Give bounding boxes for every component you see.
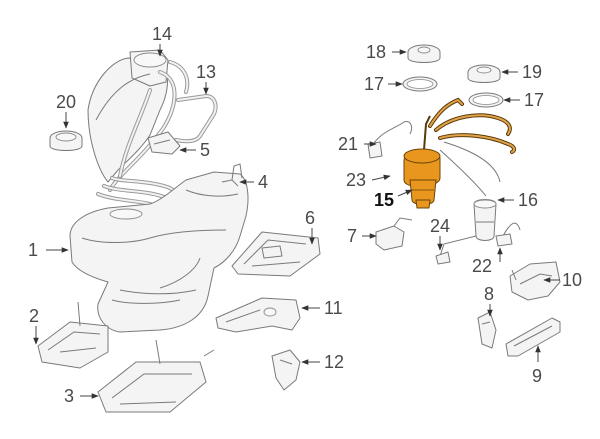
- callout-18: 18: [366, 42, 407, 62]
- callout-label: 12: [324, 352, 344, 372]
- part-17-seal-upper: [402, 76, 438, 92]
- callout-6: 6: [305, 208, 315, 245]
- part-5-pad: [147, 131, 181, 155]
- part-8-bracket: [477, 311, 497, 349]
- callout-17-upper: 17: [364, 74, 403, 94]
- fuel-lines: [96, 176, 222, 232]
- callout-label: 22: [472, 256, 492, 276]
- callout-7: 7: [347, 226, 377, 246]
- callout-17-lower: 17: [503, 90, 544, 110]
- callout-2: 2: [29, 306, 39, 345]
- part-14-filler-neck: [87, 49, 190, 192]
- part-20-ring: [49, 130, 83, 151]
- part-10-shield: [509, 261, 561, 301]
- callout-21: 21: [338, 134, 377, 154]
- callout-label: 24: [430, 216, 450, 236]
- part-7-connector: [375, 217, 413, 251]
- callout-22: 22: [472, 247, 503, 276]
- callout-label: 5: [200, 140, 210, 160]
- part-22-clip: [495, 222, 521, 247]
- callout-label: 2: [29, 306, 39, 326]
- callout-24: 24: [430, 216, 450, 251]
- callout-12: 12: [301, 352, 344, 372]
- callout-5: 5: [179, 140, 210, 160]
- callout-label: 14: [152, 24, 172, 44]
- part-12-heat-shield: [271, 349, 301, 391]
- callout-label: 11: [324, 298, 343, 318]
- callout-label: 15: [374, 190, 394, 210]
- callout-label: 9: [532, 366, 542, 386]
- callout-label: 16: [518, 190, 538, 210]
- callout-label: 21: [338, 134, 358, 154]
- callout-label: 17: [364, 74, 384, 94]
- callout-10: 10: [543, 270, 582, 290]
- callout-label: 4: [258, 172, 268, 192]
- callout-label: 19: [522, 62, 542, 82]
- callout-label: 17: [524, 90, 544, 110]
- callout-1: 1: [28, 240, 69, 260]
- part-24-bracket: [435, 235, 477, 265]
- part-19-lock-ring: [467, 64, 501, 83]
- callout-19: 19: [501, 62, 542, 82]
- part-17-seal-lower: [468, 92, 504, 108]
- callout-label: 3: [64, 386, 74, 406]
- callout-label: 20: [56, 92, 76, 112]
- callout-label: 18: [366, 42, 386, 62]
- callout-23: 23: [346, 170, 391, 190]
- callout-13: 13: [196, 62, 216, 95]
- callout-15: 15: [374, 189, 413, 210]
- callout-8: 8: [484, 284, 494, 317]
- part-13-tube: [174, 93, 218, 144]
- callout-9: 9: [532, 345, 542, 386]
- callout-label: 1: [28, 240, 38, 260]
- part-6-shield: [231, 231, 321, 277]
- callout-label: 6: [305, 208, 315, 228]
- callout-label: 7: [347, 226, 357, 246]
- callout-label: 8: [484, 284, 494, 304]
- part-18-lock-ring: [407, 44, 441, 63]
- part-4-bracket: [221, 163, 243, 187]
- callout-16: 16: [497, 190, 538, 210]
- part-9-rail: [505, 317, 561, 357]
- part-16-sender: [439, 141, 501, 241]
- callout-label: 10: [562, 270, 582, 290]
- callout-14: 14: [152, 24, 172, 57]
- callout-3: 3: [64, 386, 99, 406]
- part-21-sensor: [367, 121, 413, 159]
- part-15-fuel-pump: [403, 97, 517, 209]
- callout-4: 4: [239, 172, 268, 192]
- part-1-fuel-tank: [69, 171, 249, 333]
- part-2-shield: [37, 301, 109, 369]
- part-11-bracket: [215, 297, 301, 333]
- callout-11: 11: [301, 298, 343, 318]
- part-3-skid-plate: [97, 339, 215, 413]
- callout-label: 23: [346, 170, 366, 190]
- callout-label: 13: [196, 62, 216, 82]
- callout-20: 20: [56, 92, 76, 129]
